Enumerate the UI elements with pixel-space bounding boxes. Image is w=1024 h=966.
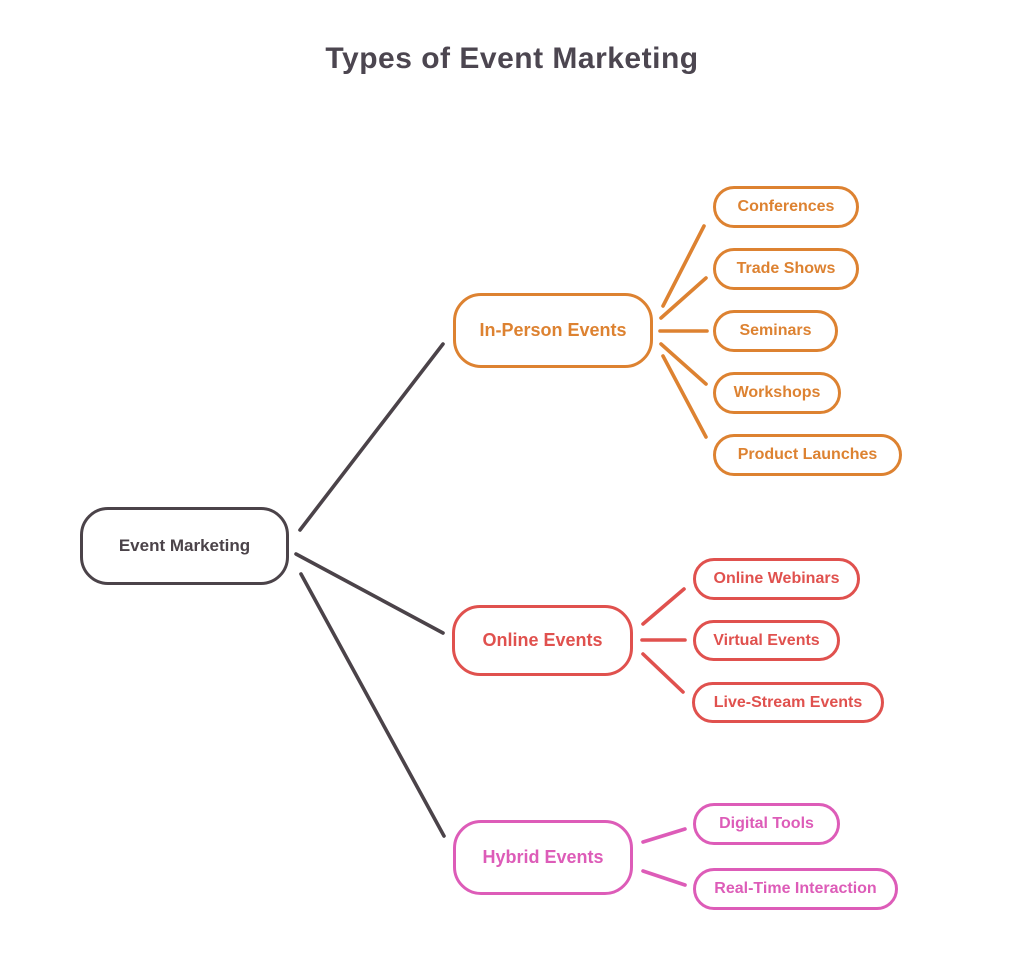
node-conferences: Conferences [713,186,859,228]
connector-online-webinars [641,587,686,626]
node-online-events: Online Events [452,605,633,676]
connector-inperson-workshops [659,342,708,386]
connector-root-hybrid [299,572,446,838]
connector-inperson-launches [661,354,708,439]
connector-inperson-tradeshows [659,276,708,320]
connector-hybrid-digital [641,827,687,844]
diagram-title: Types of Event Marketing [325,42,699,75]
node-virtual-events: Virtual Events [693,620,840,661]
node-real-time-interaction: Real-Time Interaction [693,868,898,910]
node-live-stream-events: Live-Stream Events [692,682,884,723]
connector-root-online [294,552,445,635]
connector-root-in-person [298,342,445,532]
node-event-marketing: Event Marketing [80,507,289,585]
node-digital-tools: Digital Tools [693,803,840,845]
node-hybrid-events: Hybrid Events [453,820,633,895]
node-in-person-events: In-Person Events [453,293,653,368]
connector-online-livestream [641,652,685,694]
node-seminars: Seminars [713,310,838,352]
node-workshops: Workshops [713,372,841,414]
node-online-webinars: Online Webinars [693,558,860,600]
connector-hybrid-realtime [641,869,687,887]
node-trade-shows: Trade Shows [713,248,859,290]
node-product-launches: Product Launches [713,434,902,476]
connector-inperson-conferences [661,224,706,308]
